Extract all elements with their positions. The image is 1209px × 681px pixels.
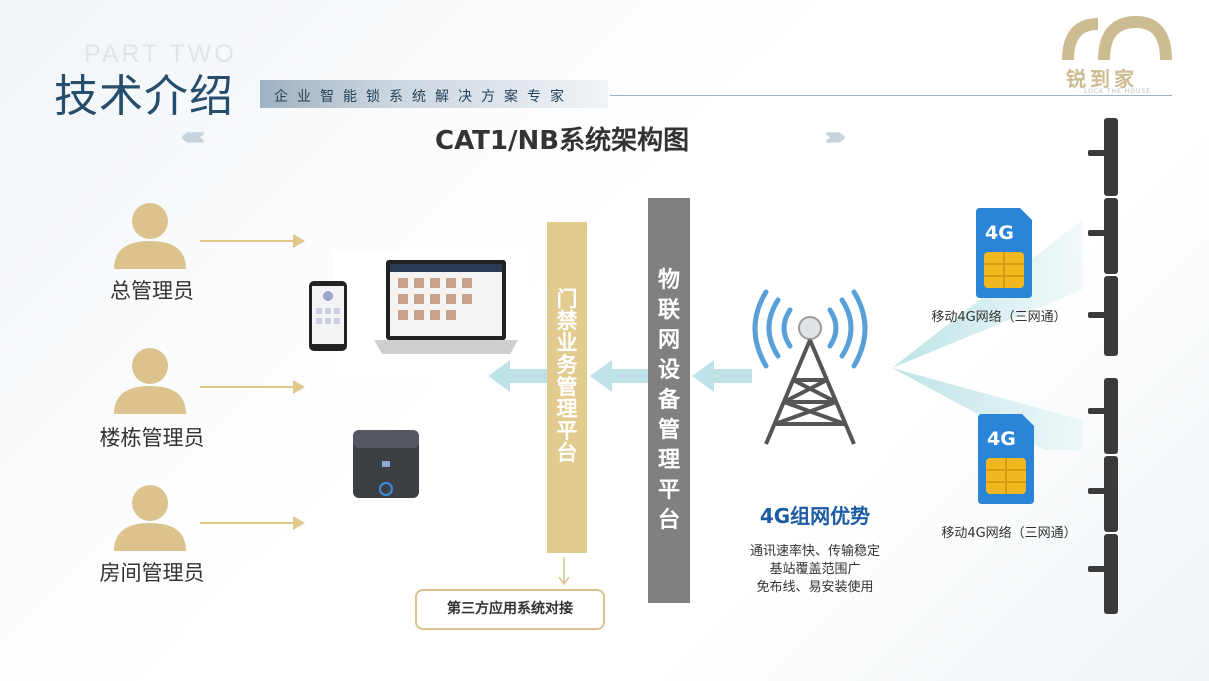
devices-image [334, 250, 526, 373]
sim-label: 4G [987, 428, 1016, 450]
advantage-line: 通讯速率快、传输稳定 [749, 544, 880, 559]
sim-card-icon [978, 414, 1034, 504]
access-platform-bar [547, 222, 587, 553]
iot-platform-label: 物联网设备管理平台 [657, 268, 680, 533]
page-title: 技术介绍 [54, 71, 234, 122]
arrow-line [200, 522, 294, 524]
role-label-building: 楼栋管理员 [99, 426, 205, 450]
phone-icon [309, 281, 347, 351]
person-icon [114, 348, 186, 414]
logo-subtext: LOCK THE HOUSE [1084, 88, 1151, 95]
gateway-device-icon [353, 430, 419, 498]
chevrons-right-icon: ›››››››› [824, 122, 847, 152]
person-icon [114, 203, 186, 269]
subtitle-divider [610, 95, 1172, 96]
brand-logo-icon [1062, 16, 1172, 61]
arrow-right-icon [293, 380, 305, 394]
subtitle: 企业智能锁系统解决方案专家 [274, 89, 573, 105]
arrow-right-icon [293, 234, 305, 248]
door-locks-group [1088, 118, 1118, 614]
access-platform-label: 门禁业务管理平台 [556, 287, 578, 465]
arrow-line [200, 240, 294, 242]
arrow-right-icon [293, 516, 305, 530]
subtitle-bar [260, 80, 608, 108]
chevrons-left-icon: ‹‹‹‹‹‹‹‹‹‹ [180, 122, 206, 152]
arrow-left-icon [590, 360, 648, 392]
advantage-title: 4G组网优势 [759, 504, 871, 528]
role-label-room: 房间管理员 [99, 561, 205, 585]
network-caption: 移动4G网络（三网通） [941, 526, 1077, 541]
signal-tower-icon [752, 289, 868, 445]
laptop-icon [374, 260, 518, 354]
advantage-line: 基站覆盖范围广 [769, 562, 861, 577]
iot-platform-bar [648, 198, 690, 603]
third-party-box: 第三方应用系统对接 [415, 589, 605, 630]
arrow-down-icon [558, 557, 570, 586]
diagram-title: CAT1/NB系统架构图 [435, 126, 690, 156]
arrow-left-icon [488, 360, 548, 392]
arrow-line [200, 386, 294, 388]
arrow-left-icon [692, 360, 752, 392]
part-label: PART TWO [84, 40, 237, 68]
role-label-general: 总管理员 [110, 279, 194, 303]
person-icon [114, 485, 186, 551]
logo-text: 锐到家 [1066, 67, 1138, 91]
sim-label: 4G [985, 222, 1014, 244]
sim-card-icon [976, 208, 1032, 298]
network-caption: 移动4G网络（三网通） [931, 310, 1067, 325]
advantage-line: 免布线、易安装使用 [756, 580, 874, 595]
